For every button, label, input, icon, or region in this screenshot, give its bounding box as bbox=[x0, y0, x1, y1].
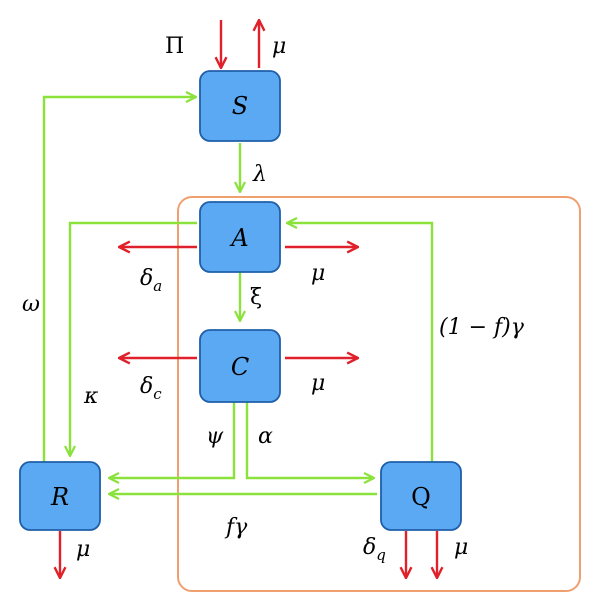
node-a: A bbox=[199, 201, 281, 273]
node-c: C bbox=[199, 329, 281, 403]
label-delta-a-sub: a bbox=[153, 277, 162, 295]
label-mu-s: μ bbox=[272, 34, 286, 59]
label-mu-a: μ bbox=[311, 261, 325, 286]
label-kappa: κ bbox=[83, 384, 99, 409]
node-q: Q bbox=[380, 461, 462, 531]
label-mu-c: μ bbox=[311, 371, 325, 396]
label-one-minus-f-gamma: (1 − f)γ bbox=[439, 315, 525, 340]
intervention-group-outline bbox=[177, 196, 581, 592]
flow-r-to-s bbox=[42, 97, 196, 462]
label-delta-q-symbol: δ bbox=[363, 535, 376, 560]
label-delta-a-symbol: δ bbox=[140, 266, 153, 291]
label-pi: Π bbox=[165, 34, 184, 59]
flow-c-to-q bbox=[245, 402, 374, 478]
label-mu-r: μ bbox=[76, 537, 90, 562]
label-alpha: α bbox=[258, 424, 273, 449]
label-f-gamma: fγ bbox=[224, 515, 248, 540]
label-delta-c-sub: c bbox=[153, 385, 162, 403]
flow-c-to-r bbox=[109, 402, 236, 478]
flow-a-to-r bbox=[70, 221, 197, 456]
label-psi: ψ bbox=[206, 424, 224, 449]
node-r: R bbox=[19, 461, 101, 531]
label-delta-q: δq bbox=[363, 535, 386, 564]
label-delta-a: δa bbox=[140, 266, 162, 295]
label-omega: ω bbox=[22, 292, 40, 317]
label-delta-c: δc bbox=[140, 374, 162, 403]
label-xi: ξ bbox=[250, 285, 262, 310]
label-lambda: λ bbox=[252, 162, 267, 187]
node-s-label: S bbox=[232, 92, 248, 120]
node-r-label: R bbox=[50, 483, 69, 511]
node-a-label: A bbox=[229, 224, 248, 252]
label-mu-q: μ bbox=[454, 535, 468, 560]
label-delta-c-symbol: δ bbox=[140, 374, 153, 399]
flow-q-to-a bbox=[287, 223, 434, 462]
label-delta-q-sub: q bbox=[376, 546, 386, 564]
node-q-label: Q bbox=[411, 483, 431, 511]
node-c-label: C bbox=[231, 353, 249, 381]
node-s: S bbox=[199, 70, 281, 142]
